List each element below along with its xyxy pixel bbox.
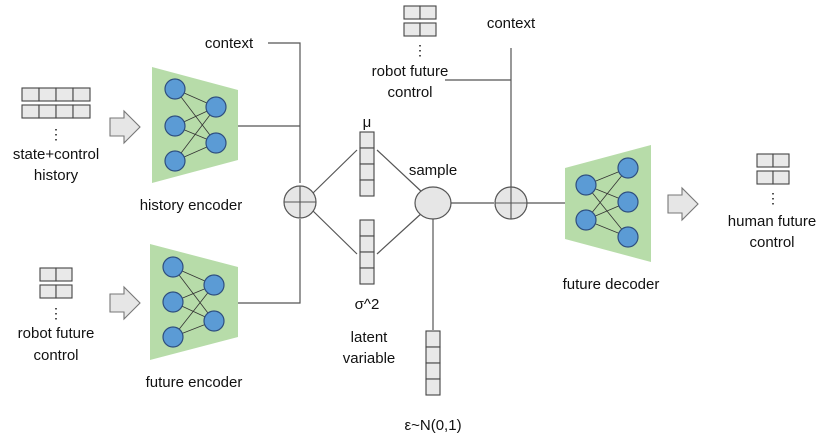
ellipsis: ⋮ bbox=[49, 305, 63, 321]
ellipsis: ⋮ bbox=[413, 42, 427, 58]
state-control-history-label-2: history bbox=[34, 167, 79, 184]
sigma-vector bbox=[359, 219, 375, 285]
trapezoid-network-icon bbox=[162, 256, 225, 348]
context-label-right: context bbox=[487, 15, 536, 32]
human-future-control-label: human future bbox=[728, 213, 816, 230]
state-control-history-label: state+control bbox=[13, 146, 99, 163]
robot-future-control-label-left-2: control bbox=[33, 347, 78, 364]
human-future-control-label-2: control bbox=[749, 234, 794, 251]
history-encoder-network bbox=[152, 67, 238, 183]
sigma-squared-label: σ^2 bbox=[355, 296, 380, 313]
robot-future-input-vectors-top: ⋮ bbox=[403, 5, 437, 58]
future-decoder-network bbox=[565, 145, 651, 262]
history-encoder-label: history encoder bbox=[140, 197, 243, 214]
context-label-left: context bbox=[205, 35, 254, 52]
future-decoder-label: future decoder bbox=[563, 276, 660, 293]
robot-future-input-vectors-left: ⋮ bbox=[39, 267, 73, 321]
future-encoder-network bbox=[150, 244, 238, 360]
block-arrow-right-icon bbox=[109, 109, 141, 145]
circled-plus-icon bbox=[494, 186, 528, 220]
human-future-output-vectors: ⋮ bbox=[756, 153, 790, 206]
robot-future-control-label-left: robot future bbox=[18, 325, 95, 342]
trapezoid-network-icon bbox=[164, 78, 227, 172]
sample-node bbox=[414, 186, 452, 220]
future-encoder-label: future encoder bbox=[146, 374, 243, 391]
robot-future-control-label-top-2: control bbox=[387, 84, 432, 101]
mu-vector bbox=[359, 131, 375, 197]
connection-wires bbox=[238, 42, 568, 330]
epsilon-label: ε~N(0,1) bbox=[404, 417, 461, 434]
trapezoid-network-icon bbox=[575, 157, 639, 248]
mu-label: μ bbox=[363, 114, 372, 131]
sample-label: sample bbox=[409, 162, 457, 179]
latent-variable-label-2: variable bbox=[343, 350, 396, 367]
robot-future-control-label-top: robot future bbox=[372, 63, 449, 80]
block-arrow-right-icon bbox=[667, 186, 699, 222]
ellipsis: ⋮ bbox=[766, 190, 780, 206]
epsilon-vector bbox=[425, 330, 441, 396]
block-arrow-right-icon bbox=[109, 285, 141, 321]
circled-plus-icon bbox=[283, 185, 317, 219]
latent-variable-label: latent bbox=[351, 329, 389, 346]
history-input-vectors: ⋮ bbox=[21, 87, 91, 142]
ellipsis: ⋮ bbox=[49, 126, 63, 142]
